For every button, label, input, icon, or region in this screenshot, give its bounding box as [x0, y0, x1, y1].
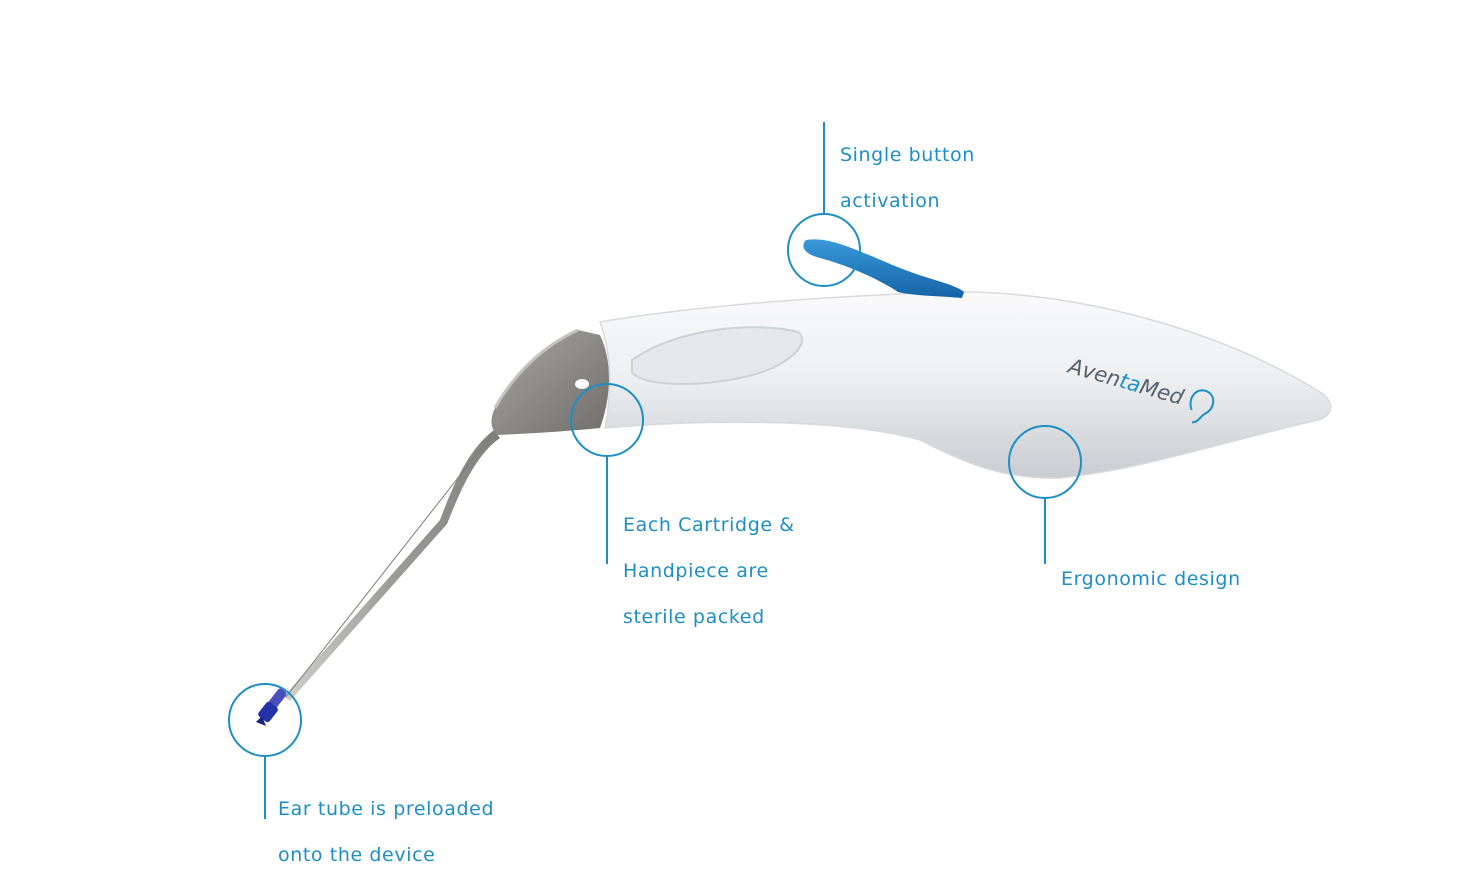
callout-ergonomic-text: Ergonomic design — [1061, 545, 1241, 614]
cartridge — [491, 330, 609, 435]
ear-logo-icon — [1189, 389, 1215, 424]
grip-recess — [631, 326, 804, 385]
callout-sterile-line3: sterile packed — [623, 606, 765, 628]
callout-sterile-line2: Handpiece are — [623, 560, 769, 582]
cartridge-window — [575, 379, 589, 389]
callout-button-text: Single button activation — [840, 121, 975, 236]
activation-button — [803, 239, 964, 298]
callout-eartube-text: Ear tube is preloaded onto the device — [278, 775, 494, 890]
callout-sterile-line1: Each Cartridge & — [623, 514, 795, 536]
callout-sterile-text: Each Cartridge & Handpiece are sterile p… — [623, 491, 795, 652]
callout-eartube-line2: onto the device — [278, 844, 436, 866]
callout-ergonomic-line1: Ergonomic design — [1061, 568, 1241, 590]
device-shaft — [284, 430, 500, 701]
callout-button-line1: Single button — [840, 144, 975, 166]
callout-button-line2: activation — [840, 190, 941, 212]
ear-tube-tip — [256, 688, 287, 726]
callout-eartube-line1: Ear tube is preloaded — [278, 798, 495, 820]
handpiece-body — [598, 291, 1332, 479]
